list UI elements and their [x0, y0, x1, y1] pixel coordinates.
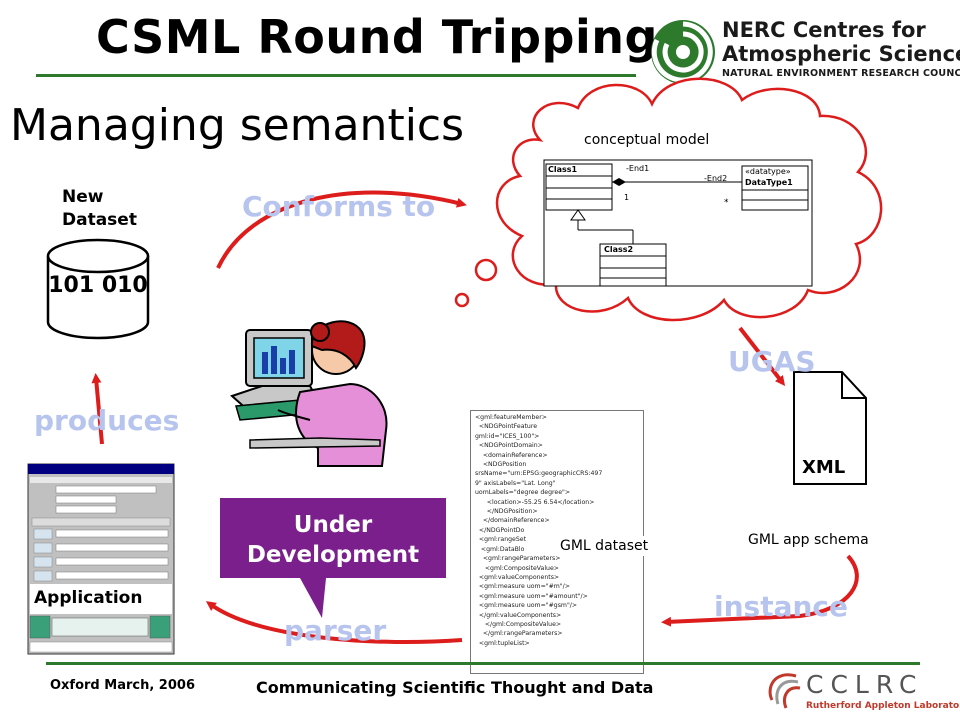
cclrc-logo-text: CCLRC [806, 670, 923, 699]
gml-code-line: <NDGPointFeature [475, 422, 639, 431]
uml-datatype-label: DataType1 [745, 178, 793, 187]
person-at-computer-icon [232, 321, 387, 466]
gml-code-line: srsName="urn:EPSG:geographicCRS:497 [475, 469, 639, 478]
application-screenshot [28, 464, 174, 654]
produces-label: produces [34, 404, 179, 437]
gml-code-line: <gml:measure uom="#gsm"/> [475, 601, 639, 610]
gml-code-line: <gml:measure uom="#m"/> [475, 582, 639, 591]
dataset-binary-value: 101 010 [48, 272, 148, 300]
conceptual-model-label: conceptual model [584, 132, 709, 148]
gml-app-schema-label: GML app schema [748, 532, 869, 548]
uml-class2-label: Class2 [604, 245, 633, 254]
gml-code-line: <location>-55.25 6.54</location> [475, 498, 639, 507]
gml-code-line: </domainReference> [475, 516, 639, 525]
uml-class1-label: Class1 [548, 165, 577, 174]
gml-code-line: </gml:CompositeValue> [475, 620, 639, 629]
gml-code-line: <domainReference> [475, 451, 639, 460]
gml-code-line: gml:id="ICES_100"> [475, 432, 639, 441]
gml-code-line: <gml:valueComponents> [475, 573, 639, 582]
application-label: Application [34, 588, 142, 608]
uml-multiplicity-many: * [724, 198, 729, 208]
uml-stereotype-label: «datatype» [745, 167, 791, 176]
gml-code-line: uomLabels="degree degree"> [475, 488, 639, 497]
gml-code-line: </gml:valueComponents> [475, 611, 639, 620]
gml-code-line: <gml:featureMember> [475, 413, 639, 422]
ugas-label: UGAS [728, 345, 816, 378]
instance-label: instance [714, 590, 848, 623]
gml-code-line: </NDGPosition> [475, 507, 639, 516]
footer-title: Communicating Scientific Thought and Dat… [256, 678, 653, 697]
xml-document-label: XML [802, 457, 845, 478]
gml-code-line: <NDGPointDomain> [475, 441, 639, 450]
under-development-text: Under Development [220, 510, 446, 570]
gml-dataset-label: GML dataset [556, 536, 652, 556]
uml-end1-label: -End1 [626, 164, 649, 173]
new-dataset-label: New Dataset [62, 186, 162, 232]
conforms-to-label: Conforms to [242, 190, 435, 223]
footer-date-location: Oxford March, 2006 [50, 678, 195, 693]
under-development-line1: Under [220, 510, 446, 540]
uml-multiplicity-one: 1 [624, 193, 629, 202]
gml-code-line: </gml:rangeParameters> [475, 629, 639, 638]
cclrc-logo-subtext: Rutherford Appleton Laboratory [806, 701, 960, 711]
gml-code-line: <gml:CompositeValue> [475, 564, 639, 573]
gml-code-line: <gml:measure uom="#amount"/> [475, 592, 639, 601]
uml-end2-label: -End2 [704, 174, 727, 183]
gml-code-line: </NDGPointDo [475, 526, 639, 535]
footer-divider [46, 662, 920, 665]
gml-code-line: <gml:tupleList> [475, 639, 639, 648]
cclrc-logo-icon [764, 668, 804, 712]
gml-code-line: <NDGPosition [475, 460, 639, 469]
parser-label: parser [284, 614, 386, 647]
gml-code-line: 9" axisLabels="Lat. Long" [475, 479, 639, 488]
under-development-line2: Development [220, 540, 446, 570]
